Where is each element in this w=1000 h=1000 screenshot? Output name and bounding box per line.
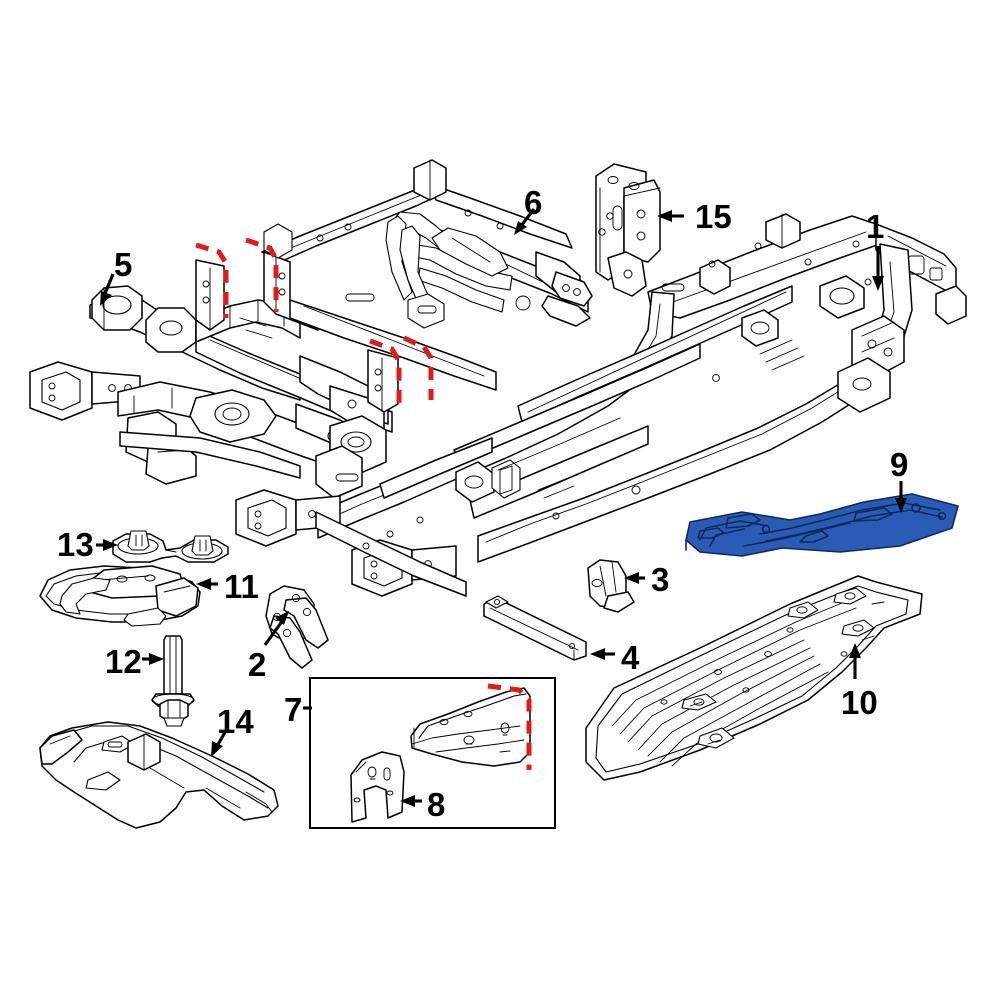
callout-label-2: 2	[248, 646, 267, 683]
callout-label-1: 1	[866, 208, 885, 245]
cut-line-mid-center	[402, 335, 434, 400]
cut-line-mid-left	[369, 338, 402, 404]
part-11-body-mount-bushing	[39, 565, 201, 627]
cut-line-front-left	[195, 242, 229, 318]
callout-label-14: 14	[217, 703, 254, 740]
part-6-engine-cradle	[261, 159, 593, 413]
part-12-flange-bolt	[151, 635, 195, 727]
part-3-small-bracket	[587, 559, 635, 613]
part-10-ribbed-belly-pan	[585, 575, 923, 781]
part-8-frame-extension-bracket	[350, 751, 405, 823]
callout-label-8: 8	[427, 786, 446, 823]
part-4-reinforcement-bar	[483, 595, 587, 661]
callout-label-6: 6	[524, 184, 543, 221]
part-1-frame-rail-assembly	[235, 213, 967, 597]
part-14-transmission-crossmember	[39, 721, 279, 829]
part-15-frame-mount-bracket	[595, 163, 661, 297]
callout-arrows	[96, 208, 907, 807]
callout-label-4: 4	[621, 639, 640, 676]
cut-line-front-center	[245, 237, 279, 312]
section-cut-lines	[195, 237, 434, 404]
callout-label-9: 9	[890, 446, 909, 483]
part-9-underbody-skid-shield	[685, 493, 959, 557]
callout-label-7: 7	[284, 691, 303, 728]
arrow-2	[263, 619, 285, 646]
inset-box-frame-extension	[309, 677, 556, 829]
part-2-mounting-bracket	[265, 585, 329, 669]
callout-label-13: 13	[57, 526, 94, 563]
callout-label-5: 5	[114, 246, 133, 283]
arrow-5	[102, 273, 115, 297]
callout-label-10: 10	[841, 684, 878, 721]
part-13-mount-spacer-pair	[112, 530, 229, 563]
part-5-front-subframe	[29, 259, 393, 485]
arrow-6	[519, 208, 536, 227]
callout-label-15: 15	[695, 198, 732, 235]
callout-label-3: 3	[651, 561, 670, 598]
callout-label-11: 11	[224, 568, 259, 605]
callout-label-12: 12	[105, 643, 142, 680]
